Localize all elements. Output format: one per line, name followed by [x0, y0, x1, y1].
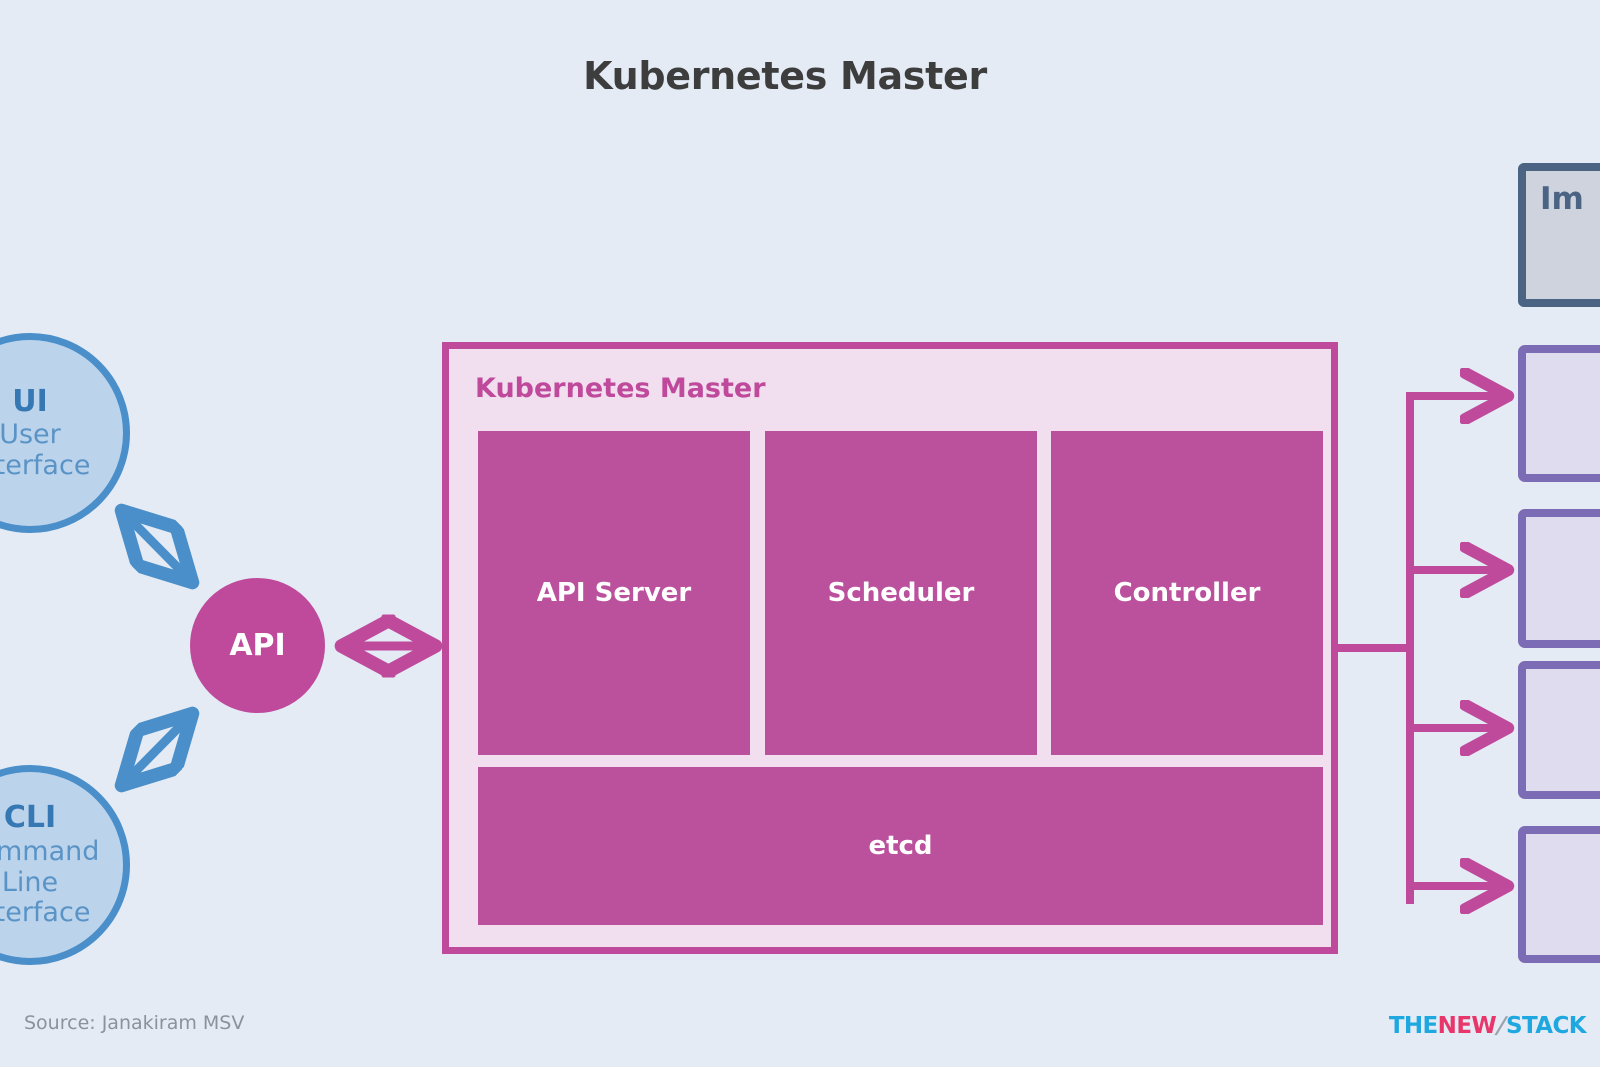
client-ui-abbr: UI [12, 383, 48, 419]
page-title: Kubernetes Master [583, 54, 987, 98]
component-controller[interactable]: Controller [1051, 431, 1323, 755]
image-registry-box[interactable]: Im [1518, 163, 1600, 307]
api-gateway-circle[interactable]: API [190, 578, 325, 713]
client-cli-expansion: Command Line Interface [0, 836, 100, 929]
component-scheduler-label: Scheduler [827, 578, 975, 608]
kubernetes-master-panel: Kubernetes Master API Server Scheduler C… [442, 342, 1338, 954]
logo-part-stack: STACK [1506, 1013, 1587, 1039]
logo-part-new: NEW [1437, 1013, 1497, 1039]
node-box-1[interactable] [1518, 345, 1600, 482]
api-gateway-label: API [229, 628, 286, 663]
component-api-server[interactable]: API Server [478, 431, 750, 755]
component-controller-label: Controller [1113, 578, 1261, 608]
client-ui-expansion: User Interface [0, 419, 91, 481]
client-circle-ui[interactable]: UI User Interface [0, 333, 130, 533]
component-api-server-label: API Server [536, 578, 692, 608]
node-box-2[interactable] [1518, 509, 1600, 648]
component-etcd[interactable]: etcd [478, 767, 1323, 925]
client-cli-abbr: CLI [3, 800, 57, 836]
logo-part-the: THE [1388, 1013, 1438, 1039]
source-attribution: Source: Janakiram MSV [24, 1012, 245, 1034]
node-box-3[interactable] [1518, 661, 1600, 799]
client-circle-cli[interactable]: CLI Command Line Interface [0, 765, 130, 965]
component-etcd-label: etcd [868, 831, 933, 861]
arrow-cli-to-api [124, 716, 190, 783]
image-registry-label: Im [1540, 181, 1584, 217]
arrow-ui-to-api [124, 513, 190, 580]
node-box-4[interactable] [1518, 826, 1600, 963]
master-panel-title: Kubernetes Master [475, 373, 766, 404]
component-scheduler[interactable]: Scheduler [765, 431, 1037, 755]
